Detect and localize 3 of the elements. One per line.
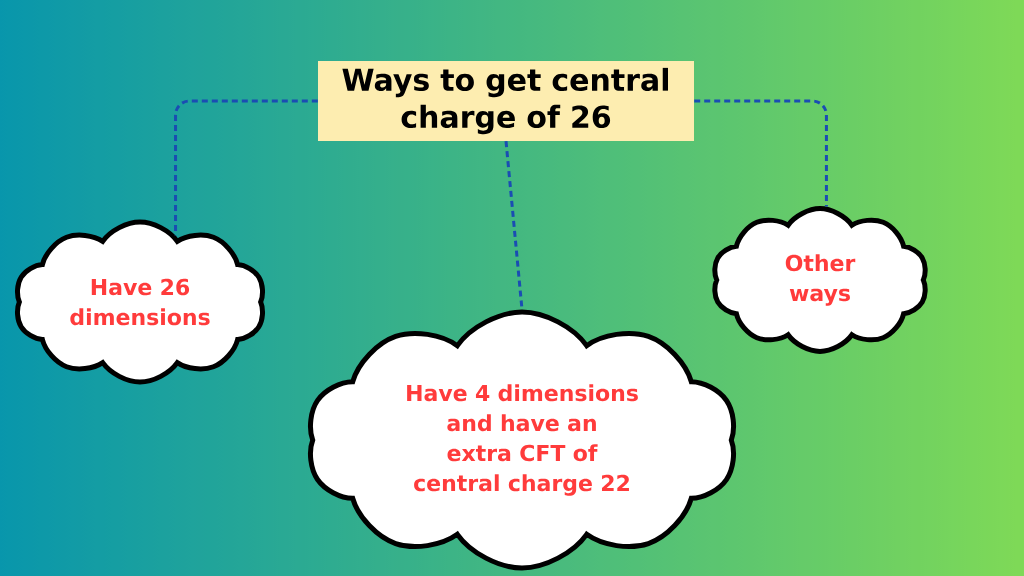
connector-line <box>694 99 828 207</box>
connector-line <box>504 141 524 310</box>
title-box: Ways to get central charge of 26 <box>318 61 694 141</box>
